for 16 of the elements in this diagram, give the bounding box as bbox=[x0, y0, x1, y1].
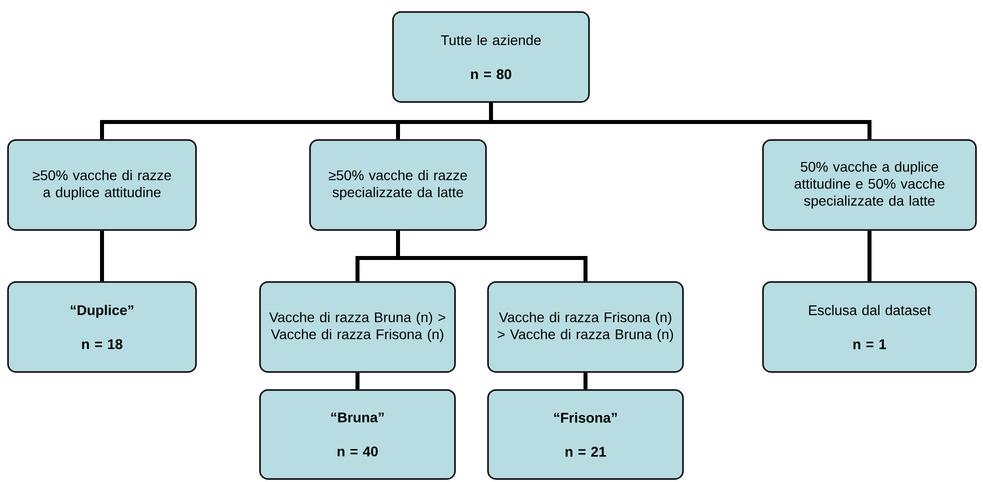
process-box: Vacche di razza Bruna (n) > Vacche di razza Frisona (n) bbox=[259, 281, 456, 373]
connector-line bbox=[868, 230, 872, 282]
connector-line bbox=[396, 230, 588, 282]
process-box: “Bruna” n = 40 bbox=[259, 389, 456, 480]
process-box: Tutte le aziende n = 80 bbox=[392, 11, 590, 103]
process-box: “Frisona” n = 21 bbox=[487, 389, 684, 480]
connector-line bbox=[584, 372, 588, 390]
process-box: ≥50% vacche di razze a duplice attitudine bbox=[7, 139, 197, 231]
process-box: Vacche di razza Frisona (n) > Vacche di razza Bruna (n) bbox=[487, 281, 684, 373]
process-box: Esclusa dal dataset n = 1 bbox=[762, 281, 977, 373]
connector-line bbox=[100, 230, 104, 282]
connector-line bbox=[356, 372, 360, 390]
process-box: 50% vacche a duplice attitudine e 50% vacche specializzate da latte bbox=[762, 139, 977, 231]
process-box: ≥50% vacche di razze specializzate da latte bbox=[309, 139, 487, 231]
connector-line bbox=[489, 102, 872, 140]
process-box: “Duplice” n = 18 bbox=[7, 281, 197, 373]
